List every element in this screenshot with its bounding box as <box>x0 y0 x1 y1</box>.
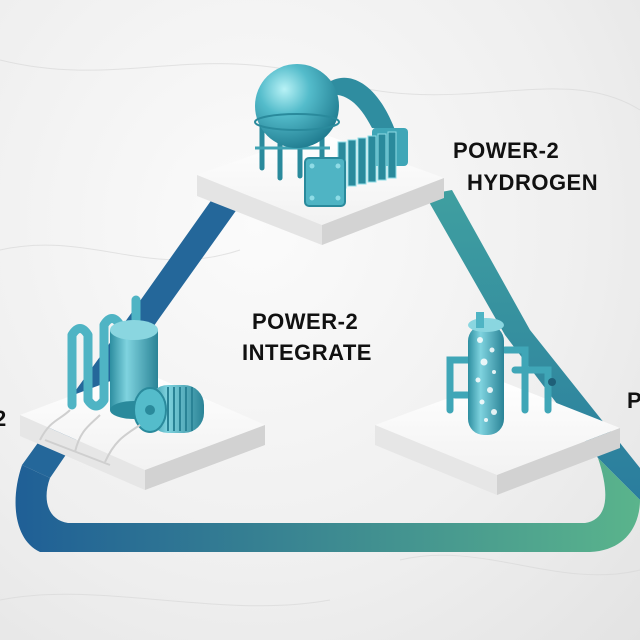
compressor-icon <box>133 385 204 433</box>
left-edge-label-fragment: 2 <box>0 406 7 431</box>
integrate-label-line2: INTEGRATE <box>242 340 372 365</box>
pipe-network <box>39 409 141 466</box>
electrolyzer-stack-icon <box>304 128 408 207</box>
hydrogen-label-line2: HYDROGEN <box>467 170 599 195</box>
integrate-label-line1: POWER-2 <box>252 309 359 334</box>
reactor-column-icon <box>446 312 556 435</box>
hydrogen-sphere-tank-icon <box>254 64 340 181</box>
marble-texture <box>0 59 640 607</box>
hydrogen-label-line1: POWER-2 <box>453 138 560 163</box>
right-edge-label-fragment: P <box>627 388 640 413</box>
